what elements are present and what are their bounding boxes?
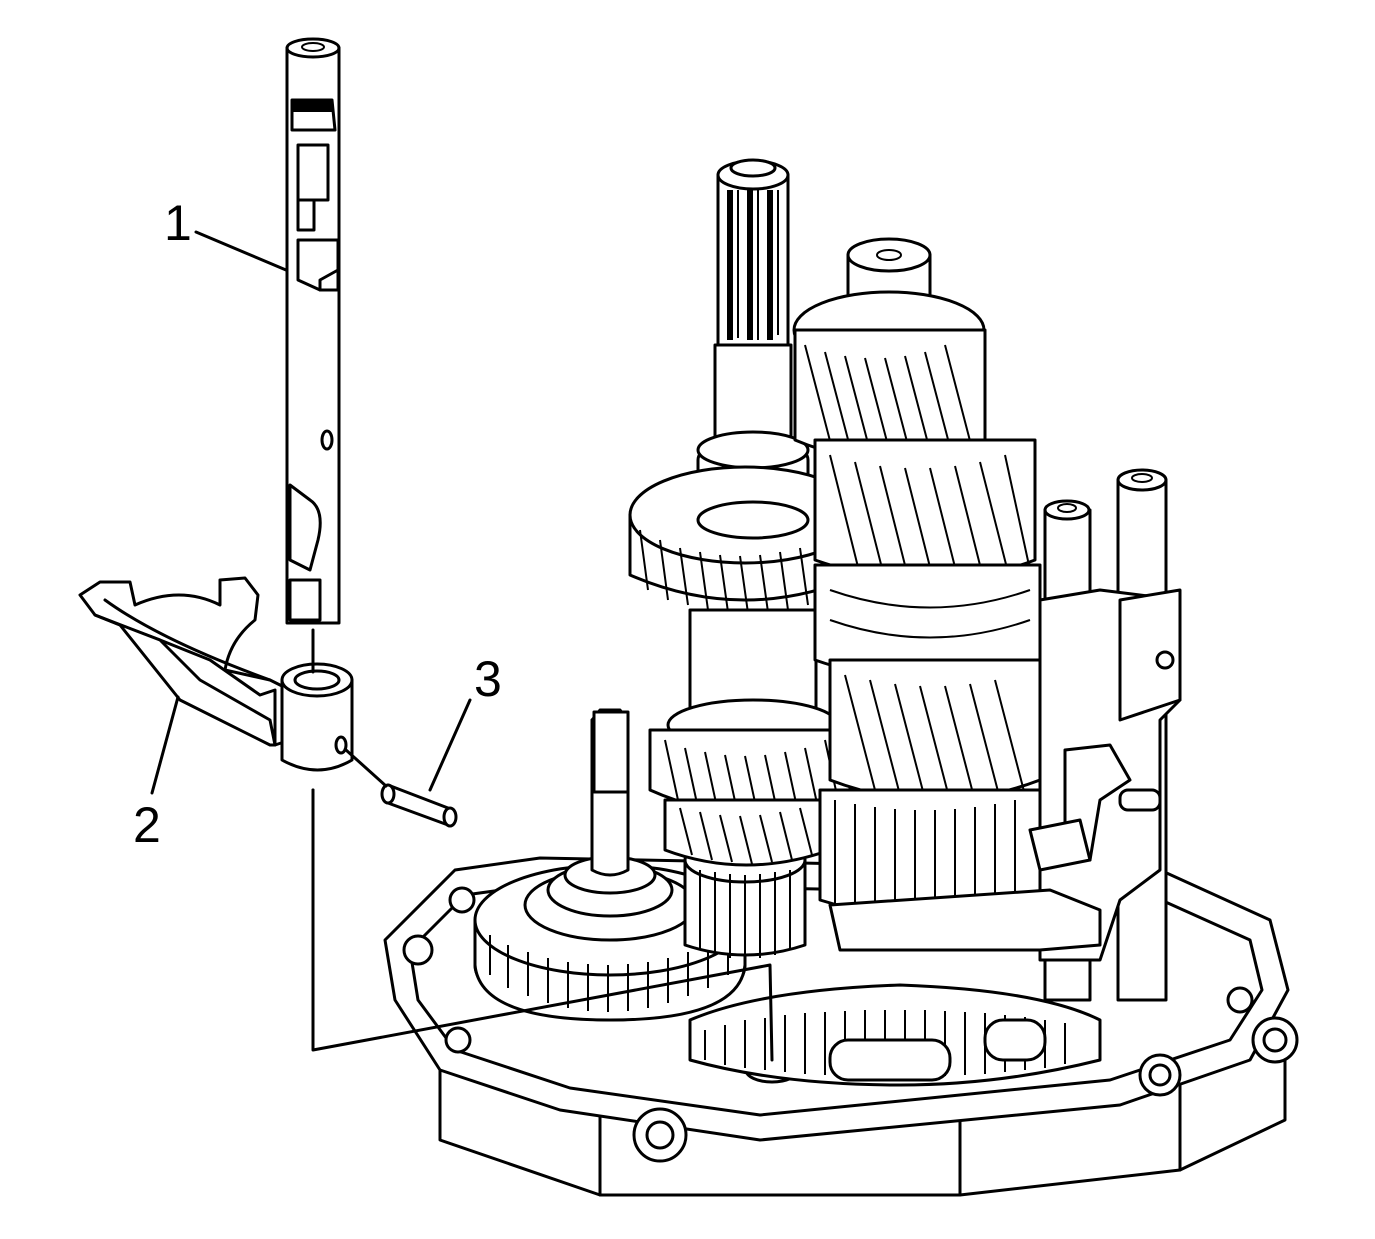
callout-label-2: 2 bbox=[133, 797, 161, 853]
callout-label-3: 3 bbox=[474, 651, 502, 707]
shift-shaft bbox=[285, 37, 341, 625]
cluster-gear-stack bbox=[792, 237, 1042, 919]
leader-lines bbox=[150, 230, 472, 795]
callout-label-1: 1 bbox=[164, 195, 192, 251]
mainshaft bbox=[628, 158, 862, 867]
assembly-path-lines bbox=[311, 628, 774, 1062]
roll-pin bbox=[380, 783, 458, 828]
installed-shift-rails bbox=[828, 468, 1182, 1002]
shift-fork bbox=[78, 576, 354, 772]
countershaft bbox=[473, 708, 807, 1022]
